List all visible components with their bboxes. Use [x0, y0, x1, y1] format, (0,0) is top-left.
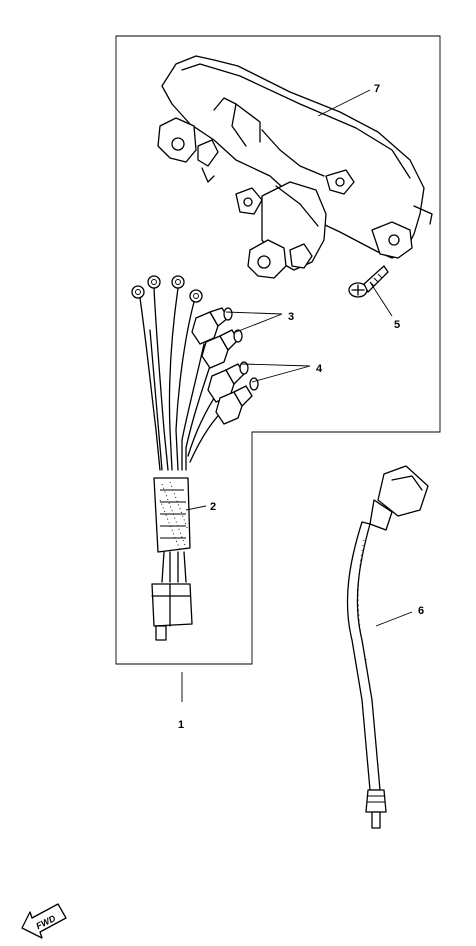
- callout-4: 4: [316, 363, 323, 375]
- fwd-arrow-icon: FWD: [21, 903, 67, 939]
- screw: [348, 265, 389, 298]
- callout-7: 7: [374, 83, 380, 95]
- callout-1: 1: [178, 719, 184, 731]
- protective-sleeve: [153, 477, 191, 553]
- bulb-socket-4a: [207, 361, 249, 403]
- meter-cable: [346, 465, 429, 829]
- callout-6: 6: [418, 605, 424, 617]
- callout-3: 3: [288, 311, 294, 323]
- assembly-outline: [115, 35, 441, 665]
- bulb-socket-4b: [215, 377, 259, 425]
- harness-coupler: [151, 583, 193, 641]
- wire-harness: [131, 275, 259, 641]
- callout-2: 2: [210, 501, 216, 513]
- callout-5: 5: [394, 319, 400, 331]
- meter-housing: [157, 55, 433, 279]
- bulb-socket-3a: [191, 307, 233, 345]
- bulb-socket-3b: [201, 329, 243, 369]
